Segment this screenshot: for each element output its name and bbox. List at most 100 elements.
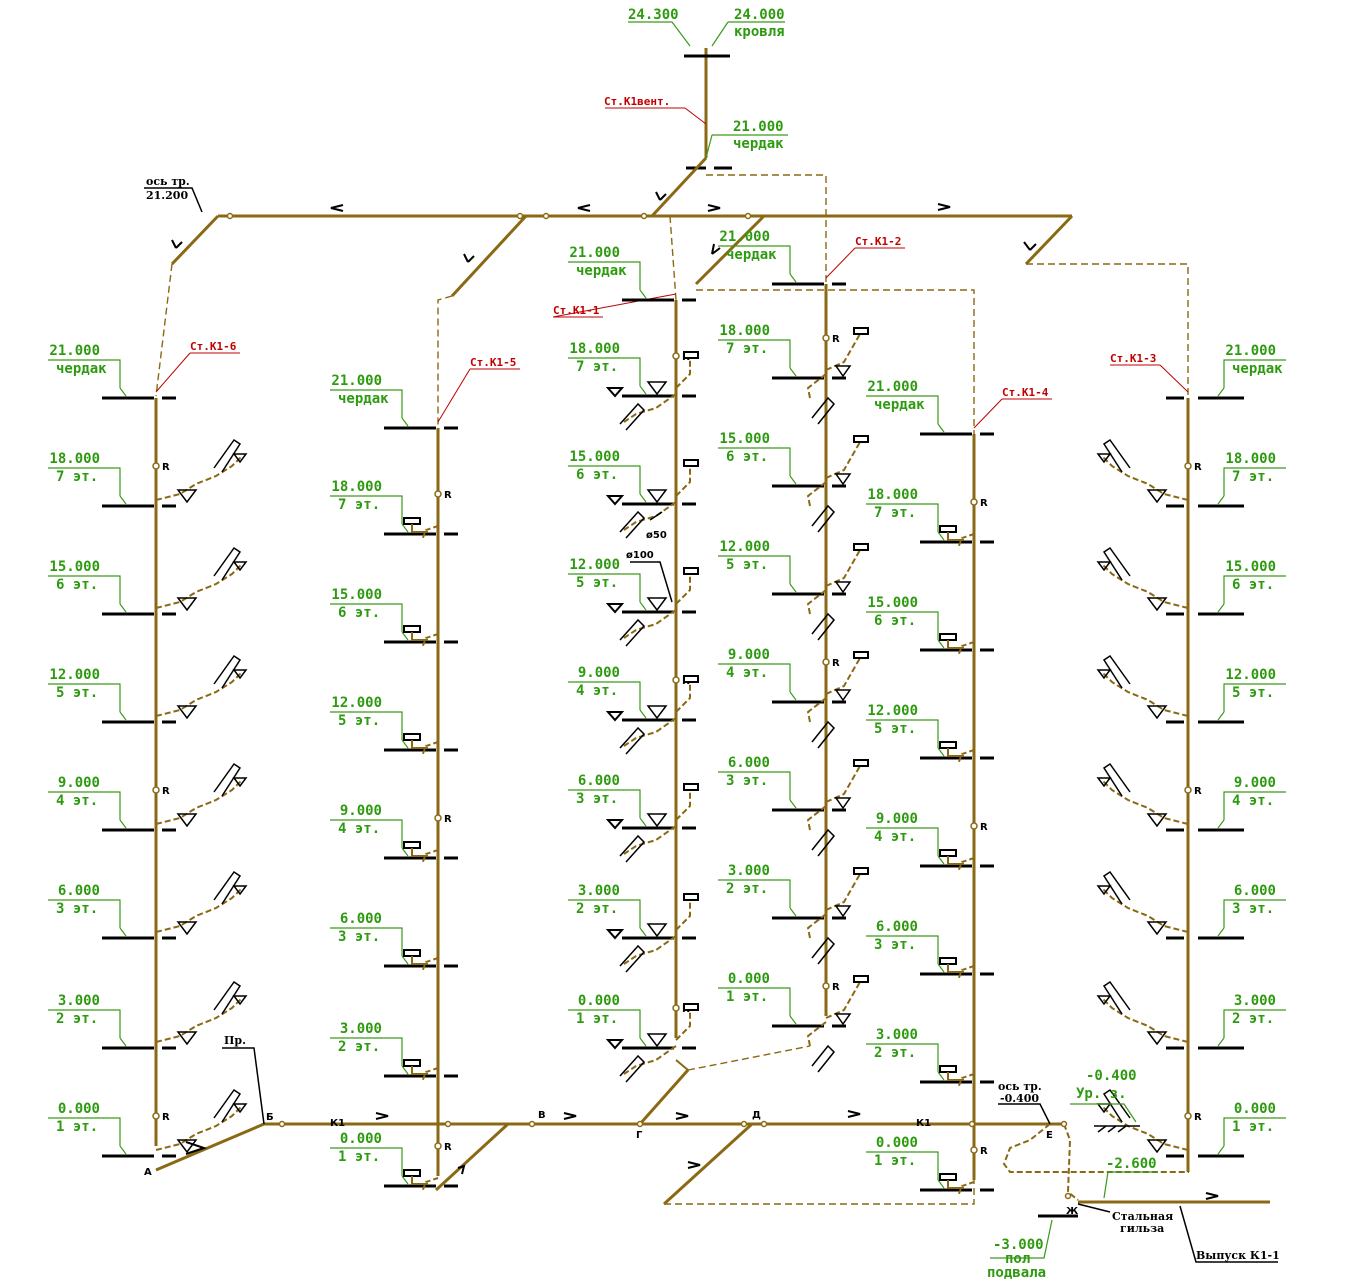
plumbing-fixture xyxy=(605,351,699,431)
axis-note: ось тр. 21.200 xyxy=(144,175,203,213)
revision-label: R xyxy=(162,786,170,797)
plumbing-fixture xyxy=(1096,980,1189,1046)
revision-label: R xyxy=(1194,462,1202,473)
plumbing-fixture xyxy=(155,980,248,1046)
level-value: 15.000 xyxy=(331,587,382,603)
collector-name-left: К1 xyxy=(330,1118,345,1129)
floor-level-marker: 6.000 3 эт. xyxy=(48,870,248,940)
level-value: 12.000 xyxy=(867,703,918,719)
level-label: 3 эт. xyxy=(726,773,768,789)
level-label: 2 эт. xyxy=(56,1011,98,1027)
level-value: 15.000 xyxy=(569,449,620,465)
level-label: 6 эт. xyxy=(726,449,768,465)
level-label: 7 эт. xyxy=(874,505,916,521)
revision-label: R xyxy=(832,334,840,345)
plumbing-fixture xyxy=(155,654,248,720)
level-value: 12.000 xyxy=(49,667,100,683)
level-value: 9.000 xyxy=(578,665,620,681)
plumbing-fixture xyxy=(403,949,439,973)
basement-label-1: пол xyxy=(1005,1251,1030,1267)
collector-name-right: К1 xyxy=(916,1118,931,1129)
level-label: 2 эт. xyxy=(726,881,768,897)
revision-label: R xyxy=(162,1112,170,1123)
point-d: Д xyxy=(752,1110,761,1121)
revision-label: R xyxy=(444,490,452,501)
level-value: 21.000 xyxy=(867,379,918,395)
roof-label: кровля xyxy=(734,24,785,40)
vent-attic-label: чердак xyxy=(733,136,784,152)
point-v: В xyxy=(538,1110,546,1121)
floor-level-marker: 12.000 5 эт. xyxy=(718,539,869,641)
level-label: чердак xyxy=(338,391,389,407)
level-value: 12.000 xyxy=(569,557,620,573)
point-g: Г xyxy=(636,1130,643,1141)
plumbing-fixture xyxy=(939,525,975,549)
plumbing-fixture xyxy=(806,651,869,749)
level-value: 3.000 xyxy=(578,883,620,899)
level-value: 15.000 xyxy=(49,559,100,575)
level-label: 5 эт. xyxy=(56,685,98,701)
level-label: 2 эт. xyxy=(576,901,618,917)
basement-collector: А Б В Г Д Е Ж К1 К1 Пр. xyxy=(144,1034,1270,1218)
level-value: 9.000 xyxy=(1234,775,1276,791)
level-value: 12.000 xyxy=(331,695,382,711)
riser-name: Ст.К1-2 xyxy=(855,235,901,248)
plumbing-fixture xyxy=(403,841,439,865)
cleanout-label: Пр. xyxy=(224,1034,246,1047)
plumbing-fixture xyxy=(939,957,975,981)
level-value: 0.000 xyxy=(876,1135,918,1151)
level-value: 6.000 xyxy=(1234,883,1276,899)
level-label: 1 эт. xyxy=(1232,1119,1274,1135)
level-value: 6.000 xyxy=(340,911,382,927)
level-value: 18.000 xyxy=(49,451,100,467)
level-value: 12.000 xyxy=(719,539,770,555)
riser-name: Ст.К1-4 xyxy=(1002,386,1049,399)
plumbing-fixture xyxy=(403,517,439,541)
level-value: 21.000 xyxy=(331,373,382,389)
roof-right-level: 24.000 xyxy=(734,7,785,23)
level-value: 18.000 xyxy=(1225,451,1276,467)
sleeve-label-2: гильза xyxy=(1120,1222,1164,1235)
plumbing-fixture xyxy=(155,546,248,612)
level-value: 21.000 xyxy=(719,229,770,245)
level-label: 3 эт. xyxy=(56,901,98,917)
plumbing-fixture xyxy=(939,633,975,657)
plumbing-fixture xyxy=(939,741,975,765)
level-value: 21.000 xyxy=(49,343,100,359)
level-label: 3 эт. xyxy=(874,937,916,953)
level-value: 3.000 xyxy=(876,1027,918,1043)
level-label: 7 эт. xyxy=(1232,469,1274,485)
plumbing-fixture xyxy=(806,543,869,641)
roof-left-level: 24.300 xyxy=(628,7,679,23)
diameter-100: ø100 xyxy=(626,550,654,561)
level-label: 1 эт. xyxy=(726,989,768,1005)
ground-axis-line2: -0.400 xyxy=(1000,1092,1039,1105)
basement-level: -3.000 xyxy=(993,1237,1044,1253)
level-value: 6.000 xyxy=(58,883,100,899)
level-label: чердак xyxy=(874,397,925,413)
level-label: 1 эт. xyxy=(56,1119,98,1135)
point-b: Б xyxy=(266,1112,274,1123)
outlet-label: Выпуск К1-1 xyxy=(1196,1249,1280,1262)
level-label: 5 эт. xyxy=(726,557,768,573)
attic-collector xyxy=(155,191,1189,434)
